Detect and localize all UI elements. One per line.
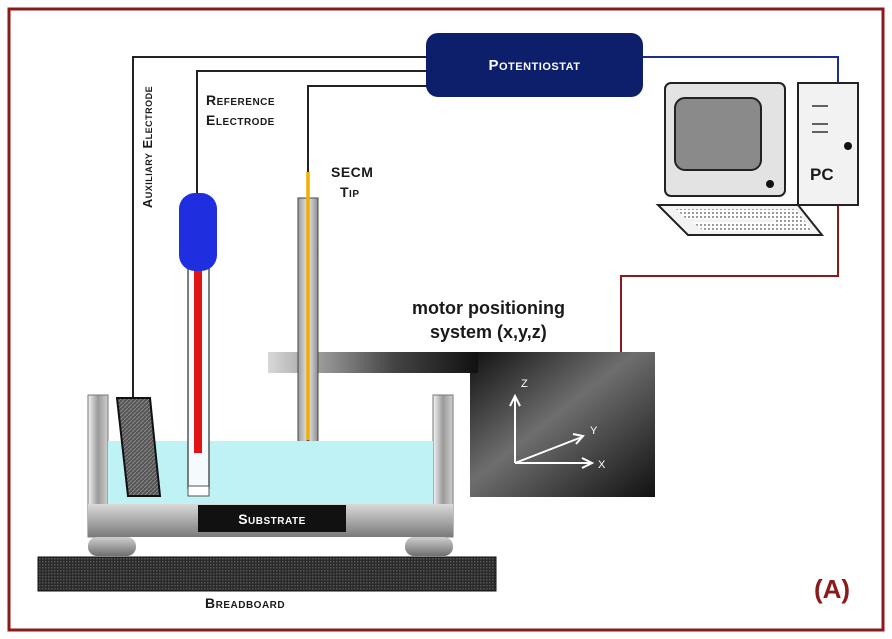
axis-y-label: Y xyxy=(590,425,598,437)
reference-wire xyxy=(196,70,430,197)
electrode-wires xyxy=(132,56,430,398)
breadboard xyxy=(37,556,497,592)
motor-label-line1: motor positioning xyxy=(412,298,565,318)
motor-label-line2: system (x,y,z) xyxy=(430,322,547,342)
tip-wire xyxy=(307,85,430,172)
potentiostat-label: Potentiostat xyxy=(488,56,581,74)
secm-tip xyxy=(297,172,319,497)
reference-electrode xyxy=(179,193,217,497)
secm-tip-label-line2: Tip xyxy=(340,184,360,200)
electrolyte-solution xyxy=(108,441,433,504)
substrate xyxy=(198,505,346,532)
figure-frame xyxy=(7,7,885,632)
auxiliary-wire xyxy=(132,56,430,398)
pc-tower xyxy=(797,82,859,206)
axis-z-label: Z xyxy=(521,378,528,390)
pc-monitor xyxy=(664,82,786,197)
axis-x-label: X xyxy=(598,459,606,471)
pc-keyboard xyxy=(655,204,825,236)
breadboard-label: Breadboard xyxy=(205,595,286,611)
auxiliary-electrode-label: Auxiliary Electrode xyxy=(140,85,155,209)
panel-label: (A) xyxy=(814,574,851,604)
motor-cable xyxy=(620,205,839,352)
pc-cable-blue xyxy=(640,56,839,83)
substrate-label: Substrate xyxy=(238,510,306,527)
reference-electrode-label-line2: Electrode xyxy=(206,112,275,128)
reference-electrode-label-line1: Reference xyxy=(206,92,276,108)
auxiliary-electrode-plate xyxy=(115,397,162,497)
motor-positioning-block xyxy=(268,352,655,497)
xyz-axes xyxy=(509,393,595,469)
potentiostat-box xyxy=(426,33,643,97)
secm-tip-label-line1: SECM xyxy=(331,164,374,180)
pc-label: PC xyxy=(810,165,834,184)
